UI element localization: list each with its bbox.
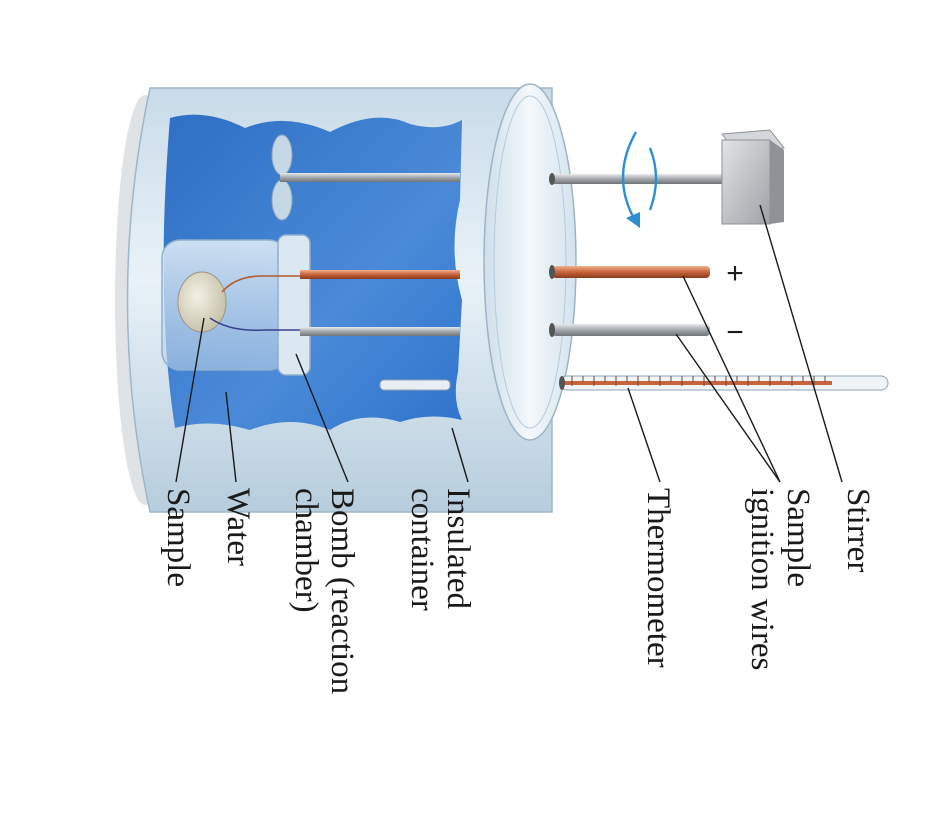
leader-water [225, 391, 237, 483]
lid-hole [549, 323, 555, 337]
copper-rod-inner [300, 270, 460, 279]
thermometer [559, 375, 889, 391]
label-water: Water [220, 488, 256, 566]
label-bomb-line1: Bomb (reaction [324, 488, 360, 694]
steel-rod-inner [300, 327, 460, 336]
positive-wire-rod [552, 266, 710, 278]
stirrer-propeller [271, 134, 460, 221]
label-bomb-line2: chamber) [288, 488, 324, 613]
leader-sample [175, 317, 205, 483]
leader-insulated [451, 427, 469, 483]
stirrer-shaft [552, 174, 728, 184]
leader-bomb [295, 353, 349, 483]
lid-hole [559, 376, 565, 390]
container-lid-rim [493, 95, 567, 429]
label-ignition-line1: Sample [780, 488, 816, 587]
negative-wire-rod [552, 324, 710, 336]
label-thermometer: Thermometer [640, 488, 676, 668]
container-lid [483, 83, 577, 441]
propeller-blade [271, 134, 293, 176]
thermometer-bulb-inner [379, 379, 451, 391]
positive-sign: + [726, 257, 744, 290]
stirrer-motor-side [770, 140, 784, 224]
bomb-flange [277, 234, 311, 376]
label-insulated-line2: container [404, 488, 440, 611]
stirrer-shaft-inner [280, 173, 460, 182]
label-sample: Sample [160, 488, 196, 587]
ignition-fuse-wire [209, 317, 300, 331]
leader-thermometer [627, 387, 661, 483]
label-insulated-line1: Insulated [440, 488, 476, 609]
leader-stirrer [759, 204, 843, 483]
rotation-arrow [648, 147, 658, 211]
ignition-fuse-wire [221, 275, 300, 293]
negative-sign: − [726, 316, 744, 349]
stirrer-assembly [552, 129, 785, 228]
thermometer-mercury [562, 381, 832, 385]
stirrer-motor [721, 139, 771, 225]
leader-ignition-negative [675, 333, 781, 483]
propeller-blade [271, 179, 293, 221]
lid-hole [549, 173, 555, 185]
rotation-arrow [621, 131, 638, 223]
bomb-chamber [161, 234, 311, 376]
label-stirrer: Stirrer [840, 488, 876, 572]
lid-hole [549, 265, 555, 279]
rotation-arrowhead [626, 212, 640, 228]
label-ignition-line2: ignition wires [744, 488, 780, 670]
leader-ignition-positive [682, 275, 781, 483]
thermometer-scale [571, 376, 826, 386]
